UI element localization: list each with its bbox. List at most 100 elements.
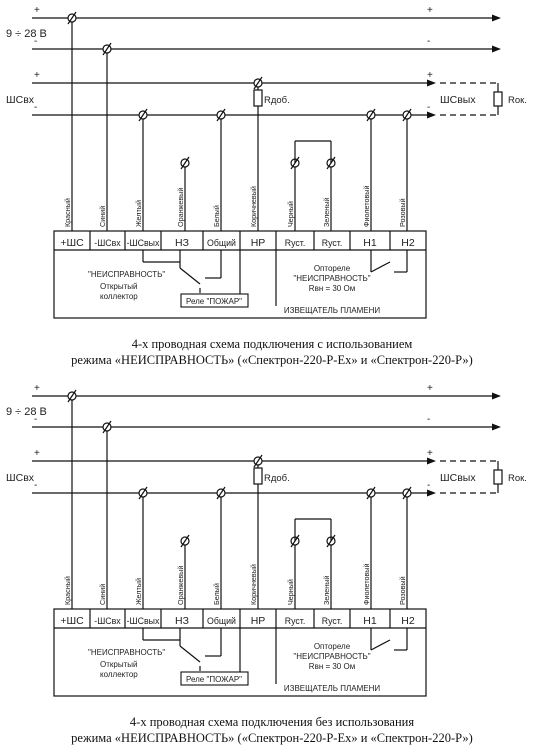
- wire-label-5: Белый: [212, 583, 221, 605]
- detector-label: ИЗВЕЩАТЕЛЬ ПЛАМЕНИ: [284, 306, 381, 315]
- r-add-label: Rдоб.: [264, 473, 290, 484]
- open-collector-label-1: Открытый: [100, 282, 137, 291]
- wire-node-4-slash: [180, 156, 190, 170]
- bus-sign-left-1: +: [34, 383, 40, 394]
- shs-out-label: ШСвых: [440, 472, 476, 484]
- wire-node-9-slash: [366, 486, 376, 500]
- shs-out-label: ШСвых: [440, 94, 476, 106]
- terminal-label-10: Н2: [401, 615, 415, 627]
- optorelay-label-1: Оптореле: [314, 642, 351, 651]
- bus-sign-left-2: -: [34, 414, 37, 425]
- wire-label-4: Оранжевый: [176, 188, 185, 227]
- terminal-label-2: -ШСвх: [94, 616, 121, 626]
- bus-sign-right-4: -: [427, 480, 430, 491]
- terminal-label-3: -ШСвых: [127, 238, 160, 248]
- open-collector-label-2: коллектор: [100, 670, 138, 679]
- wire-label-1: Красный: [63, 198, 72, 227]
- terminal-label-9: Н1: [363, 237, 377, 249]
- r-end-label: Rок.: [508, 95, 527, 106]
- wire-label-6: Коричневый: [249, 564, 258, 605]
- terminal-label-4: НЗ: [175, 615, 189, 627]
- wire-label-8: Зеленый: [322, 198, 331, 227]
- fault-label: "НЕИСПРАВНОСТЬ": [88, 648, 165, 657]
- bus-sign-right-1: +: [427, 383, 433, 394]
- terminal-label-5: Общий: [207, 238, 236, 248]
- bus-sign-left-3: +: [34, 70, 40, 81]
- terminal-label-6: НР: [251, 615, 266, 627]
- relay-frame: [180, 293, 249, 308]
- terminal-label-9: Н1: [363, 615, 377, 627]
- bus-sign-right-2: -: [427, 414, 430, 425]
- bus-arrow-1: [492, 14, 501, 22]
- wire-label-1: Красный: [63, 576, 72, 605]
- bus-arrow-3: [427, 79, 436, 87]
- bus-arrow-2: [492, 45, 501, 53]
- terminal-label-4: НЗ: [175, 237, 189, 249]
- caption-diagram-1: 4-х проводная схема подключения с исполь…: [0, 336, 544, 368]
- r-add-label: Rдоб.: [264, 95, 290, 106]
- wire-label-3: Желтый: [134, 578, 143, 605]
- bus-sign-right-1: +: [427, 5, 433, 16]
- wire-node-6-slash: [253, 76, 263, 90]
- terminal-label-10: Н2: [401, 237, 415, 249]
- terminal-label-8: Rуст.: [322, 238, 343, 248]
- wire-node-10-slash: [402, 108, 412, 122]
- optorelay-label-2: "НЕИСПРАВНОСТЬ": [293, 652, 370, 661]
- wire-label-3: Желтый: [134, 200, 143, 227]
- bus-arrow-3: [427, 457, 436, 465]
- bus-sign-left-1: +: [34, 5, 40, 16]
- caption-1-line-1: 4-х проводная схема подключения с исполь…: [131, 337, 413, 351]
- wire-label-8: Зеленый: [322, 576, 331, 605]
- open-collector-label-1: Открытый: [100, 660, 137, 669]
- bus-arrow-1: [492, 392, 501, 400]
- terminal-label-7: Rуст.: [285, 616, 306, 626]
- wire-label-7: Черный: [286, 201, 295, 227]
- terminal-label-1: +ШС: [60, 615, 84, 627]
- wire-node-1-slash: [67, 11, 77, 25]
- wire-node-6-slash: [253, 454, 263, 468]
- r-end-resistor: [493, 91, 503, 107]
- oc-switch: [179, 645, 201, 663]
- wire-label-10: Розовый: [398, 576, 407, 605]
- wire-node-3-slash: [138, 108, 148, 122]
- wire-label-2: Синий: [98, 584, 107, 605]
- r-add-resistor: [253, 467, 263, 485]
- bus-sign-right-3: +: [427, 448, 433, 459]
- wire-node-1-slash: [67, 389, 77, 403]
- bus-arrow-2: [492, 423, 501, 431]
- optorelay-label-3: Rвн = 30 Ом: [309, 284, 355, 293]
- wire-label-5: Белый: [212, 205, 221, 227]
- relay-label: Реле "ПОЖАР": [186, 297, 242, 306]
- terminal-label-5: Общий: [207, 616, 236, 626]
- wire-node-9-slash: [366, 108, 376, 122]
- wire-node-2-slash: [102, 42, 112, 56]
- r-end-resistor: [493, 469, 503, 485]
- bus-arrow-4: [427, 489, 436, 497]
- optorelay-label-3: Rвн = 30 Ом: [309, 662, 355, 671]
- wire-label-9: Фиолетовый: [362, 564, 371, 605]
- terminal-label-3: -ШСвых: [127, 616, 160, 626]
- optorelay-label-2: "НЕИСПРАВНОСТЬ": [293, 274, 370, 283]
- oc-switch: [179, 267, 201, 285]
- wire-node-5-slash: [216, 108, 226, 122]
- bus-sign-right-3: +: [427, 70, 433, 81]
- bus-sign-right-4: -: [427, 102, 430, 113]
- wire-node-5-slash: [216, 486, 226, 500]
- terminal-label-8: Rуст.: [322, 616, 343, 626]
- bus-sign-left-4: -: [34, 480, 37, 491]
- supply-label: 9 ÷ 28 В: [6, 28, 47, 40]
- caption-2-line-1: 4-х проводная схема подключения без испо…: [129, 715, 415, 729]
- relay-frame: [180, 671, 249, 686]
- detector-label: ИЗВЕЩАТЕЛЬ ПЛАМЕНИ: [284, 684, 381, 693]
- fault-label: "НЕИСПРАВНОСТЬ": [88, 270, 165, 279]
- relay-label: Реле "ПОЖАР": [186, 675, 242, 684]
- caption-1-line-2: режима «НЕИСПРАВНОСТЬ» («Спектрон-220-Р-…: [71, 353, 473, 367]
- wire-label-10: Розовый: [398, 198, 407, 227]
- wire-node-4-slash: [180, 534, 190, 548]
- bus-sign-left-3: +: [34, 448, 40, 459]
- bus-sign-right-2: -: [427, 36, 430, 47]
- wire-label-9: Фиолетовый: [362, 186, 371, 227]
- wire-label-7: Черный: [286, 579, 295, 605]
